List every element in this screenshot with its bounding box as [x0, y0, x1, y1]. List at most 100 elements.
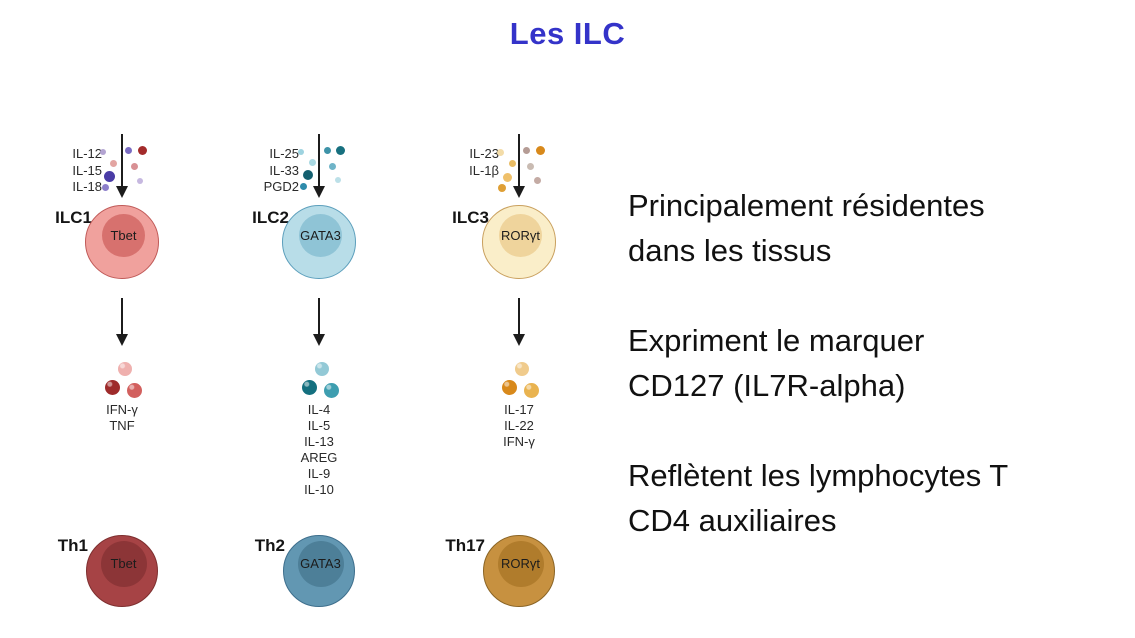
- arrow-shaft: [120, 134, 124, 186]
- ilc1-cell: Tbet: [85, 205, 159, 279]
- cytokine-dot: [124, 146, 132, 154]
- cytokine-dot: [533, 176, 541, 184]
- page-title: Les ILC: [509, 16, 626, 51]
- arrow-shaft: [317, 298, 321, 334]
- cytokine-dot: [496, 148, 504, 156]
- ilc2-output-arrow-icon: [313, 298, 326, 346]
- cytokine-label: IL-12: [72, 146, 102, 161]
- cytokine-dot: [502, 172, 512, 182]
- cytokine-label: IFN-γ: [106, 402, 138, 417]
- cytokine-label: PGD2: [263, 179, 299, 194]
- arrow-shaft: [317, 134, 321, 186]
- arrow-head-icon: [313, 334, 325, 346]
- ilc3-output-arrow-icon: [513, 298, 526, 346]
- secreted-cytokine-dot: [118, 362, 132, 376]
- cytokine-label: IL-1β: [469, 162, 499, 178]
- note-line: Expriment le marquer: [628, 323, 925, 358]
- cytokine-label: IL-10: [304, 482, 334, 497]
- ilc3-cell: RORγt: [482, 205, 556, 279]
- cytokine-dot: [328, 162, 336, 170]
- secreted-cytokine-dot: [104, 379, 120, 395]
- cytokine-label: IL-4: [307, 402, 331, 417]
- secreted-cytokine-dot: [501, 379, 517, 395]
- cytokine-dot: [522, 146, 530, 154]
- ilc1-output-arrow-icon: [116, 298, 129, 346]
- ilc1-th-nucleus: Tbet: [100, 540, 147, 587]
- cytokine-dot: [335, 177, 341, 183]
- cytokine-label: IL-15: [72, 162, 102, 178]
- ilc1-name-label: ILC1: [55, 208, 92, 227]
- cytokine-dot: [103, 170, 115, 182]
- secreted-cytokine-dot: [523, 382, 539, 398]
- cytokine-dot: [508, 159, 516, 167]
- cytokine-label: AREG: [300, 450, 338, 465]
- ilc3-th-cell: RORγt: [483, 535, 555, 607]
- cytokine-label: IFN-γ: [503, 434, 535, 449]
- arrow-head-icon: [116, 186, 128, 198]
- secreted-cytokine-dot: [126, 382, 142, 398]
- ilc2-th-name-label: Th2: [254, 536, 285, 555]
- cytokine-label: IL-17: [504, 402, 534, 417]
- ilc3-name-label: ILC3: [452, 208, 489, 227]
- ilc3-th-name-label: Th17: [445, 536, 485, 555]
- note-line: CD127 (IL7R-alpha): [628, 368, 906, 403]
- cytokine-label: TNF: [109, 418, 135, 433]
- cytokine-label: IL-18: [72, 179, 102, 194]
- ilc2-tf-label: GATA3: [300, 228, 341, 243]
- secreted-cytokine-dot: [323, 382, 339, 398]
- ilc2-th-nucleus: GATA3: [297, 540, 344, 587]
- cytokine-dot: [109, 159, 117, 167]
- ilc1-th-cell: Tbet: [86, 535, 158, 607]
- ilc1-th-name-label: Th1: [57, 536, 88, 555]
- arrow-shaft: [517, 298, 521, 334]
- cytokine-dot: [137, 178, 143, 184]
- cytokine-label: IL-22: [504, 418, 534, 433]
- ilc2-nucleus: GATA3: [299, 214, 342, 257]
- ilc2-name-label: ILC2: [252, 208, 289, 227]
- arrow-shaft: [517, 134, 521, 186]
- cytokine-dot: [130, 162, 138, 170]
- cytokine-dot: [303, 170, 313, 180]
- note-line: Principalement résidentes: [628, 188, 985, 223]
- ilc2-input-arrow-icon: [313, 134, 326, 198]
- note-line: Reflètent les lymphocytes T: [628, 458, 1009, 493]
- ilc1-input-arrow-icon: [116, 134, 129, 198]
- secreted-cytokine-dot: [515, 362, 529, 376]
- ilc1-nucleus: Tbet: [102, 214, 145, 257]
- ilc3-input-arrow-icon: [513, 134, 526, 198]
- note-line: CD4 auxiliaires: [628, 503, 837, 538]
- cytokine-label: IL-23: [469, 146, 499, 161]
- ilc3-nucleus: RORγt: [499, 214, 542, 257]
- ilc2-cell: GATA3: [282, 205, 356, 279]
- arrow-head-icon: [313, 186, 325, 198]
- cytokine-dot: [526, 162, 534, 170]
- ilc3-th-tf-label: RORγt: [501, 556, 540, 571]
- cytokine-label: IL-13: [304, 434, 334, 449]
- cytokine-label: IL-5: [307, 418, 331, 433]
- cytokine-dot: [298, 149, 304, 155]
- arrow-head-icon: [513, 334, 525, 346]
- cytokine-label: IL-9: [307, 466, 331, 481]
- cytokine-dot: [335, 145, 345, 155]
- cytokine-dot: [308, 158, 316, 166]
- cytokine-dot: [100, 149, 106, 155]
- cytokine-dot: [535, 145, 545, 155]
- ilc1-tf-label: Tbet: [110, 228, 137, 243]
- cytokine-dot: [101, 183, 109, 191]
- ilc3-tf-label: RORγt: [501, 228, 540, 243]
- secreted-cytokine-dot: [301, 379, 317, 395]
- cytokine-dot: [137, 145, 147, 155]
- ilc1-th-tf-label: Tbet: [110, 556, 137, 571]
- ilc2-th-cell: GATA3: [283, 535, 355, 607]
- cytokine-dot: [498, 184, 506, 192]
- arrow-shaft: [120, 298, 124, 334]
- secreted-cytokine-dot: [315, 362, 329, 376]
